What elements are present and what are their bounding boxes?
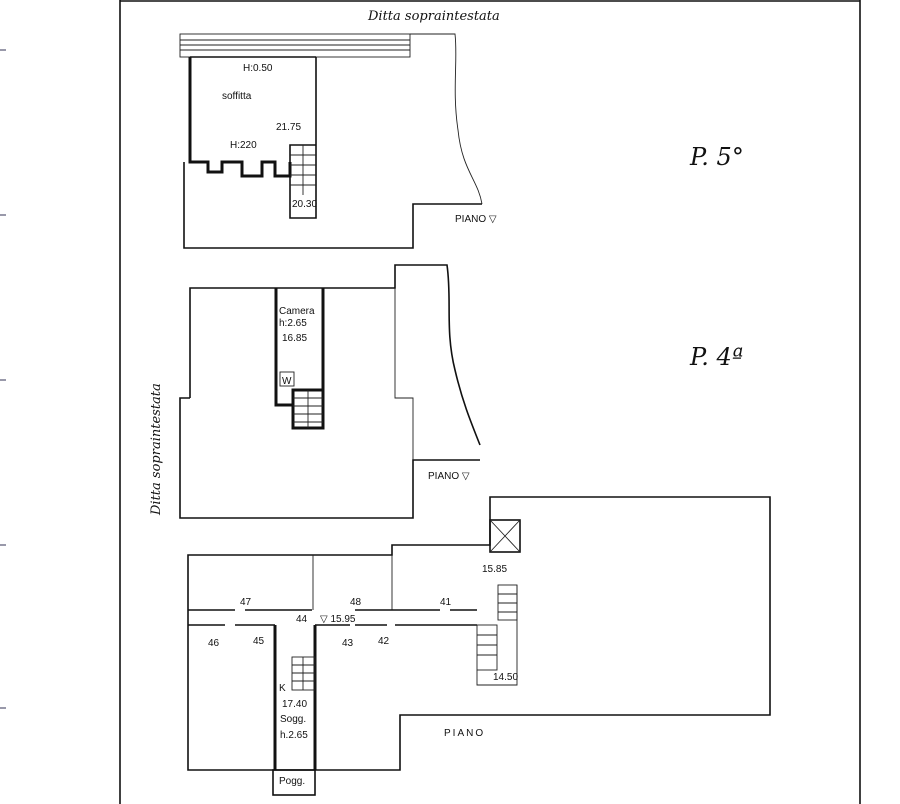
neighbor-label: Ditta sopraintestata bbox=[367, 9, 500, 24]
floor-label: PIANO ▽ bbox=[455, 214, 497, 225]
level-label: 14.50 bbox=[493, 672, 518, 683]
door-number: 45 bbox=[253, 636, 265, 647]
height-label: h:2.65 bbox=[279, 318, 307, 329]
floor-mark: P. 4ª bbox=[689, 343, 743, 371]
floor-outline bbox=[187, 496, 771, 771]
height-label: h.2.65 bbox=[280, 730, 308, 741]
level-label: ▽ 15.95 bbox=[320, 614, 356, 625]
floor-mark: P. 5° bbox=[689, 143, 744, 171]
door-number: 48 bbox=[350, 597, 362, 608]
room-walls bbox=[273, 625, 317, 770]
kitchen-label: K bbox=[279, 683, 286, 694]
margin-ticks bbox=[0, 49, 6, 709]
stairs bbox=[291, 584, 518, 691]
wc-label: W bbox=[282, 376, 292, 387]
door-number: 46 bbox=[208, 638, 220, 649]
floor-outline bbox=[189, 264, 481, 446]
height-label: H:0.50 bbox=[243, 63, 273, 74]
elevator bbox=[489, 519, 521, 553]
door-number: 44 bbox=[296, 614, 308, 625]
floor-outline bbox=[183, 162, 482, 249]
level-label: 16.85 bbox=[282, 333, 307, 344]
room-walls bbox=[274, 288, 325, 430]
stairs bbox=[290, 145, 316, 195]
level-label: 17.40 bbox=[282, 699, 307, 710]
boundary-curve bbox=[410, 33, 483, 205]
floor-label: PIANO bbox=[444, 728, 485, 739]
balcony-label: Pogg. bbox=[279, 776, 305, 787]
neighbor-label: Ditta sopraintestata bbox=[149, 383, 164, 516]
level-label: 21.75 bbox=[276, 122, 301, 133]
plan-lower-floor: 47 48 41 46 45 44 43 42 ▽ 15.95 15.85 14… bbox=[187, 496, 771, 796]
level-label: 15.85 bbox=[482, 564, 507, 575]
corridor bbox=[188, 609, 477, 626]
balcony bbox=[272, 769, 316, 796]
height-label: H:220 bbox=[230, 140, 257, 151]
plan-fifth-floor: Ditta sopraintestata H:0.50 soffitta H:2… bbox=[179, 9, 744, 249]
attic-wall bbox=[188, 57, 292, 178]
roof-band bbox=[179, 33, 411, 58]
door-number: 43 bbox=[342, 638, 354, 649]
room-label: Sogg. bbox=[280, 714, 306, 725]
level-label: 20.30 bbox=[292, 199, 317, 210]
door-number: 47 bbox=[240, 597, 252, 608]
floor-label: PIANO ▽ bbox=[428, 471, 470, 482]
door-number: 42 bbox=[378, 636, 390, 647]
plan-fourth-floor: Camera h:2.65 16.85 W Ditta sopraintesta… bbox=[149, 264, 743, 519]
room-label: Camera bbox=[279, 306, 315, 317]
stairs bbox=[279, 371, 323, 428]
room-label: soffitta bbox=[222, 91, 252, 102]
door-number: 41 bbox=[440, 597, 452, 608]
